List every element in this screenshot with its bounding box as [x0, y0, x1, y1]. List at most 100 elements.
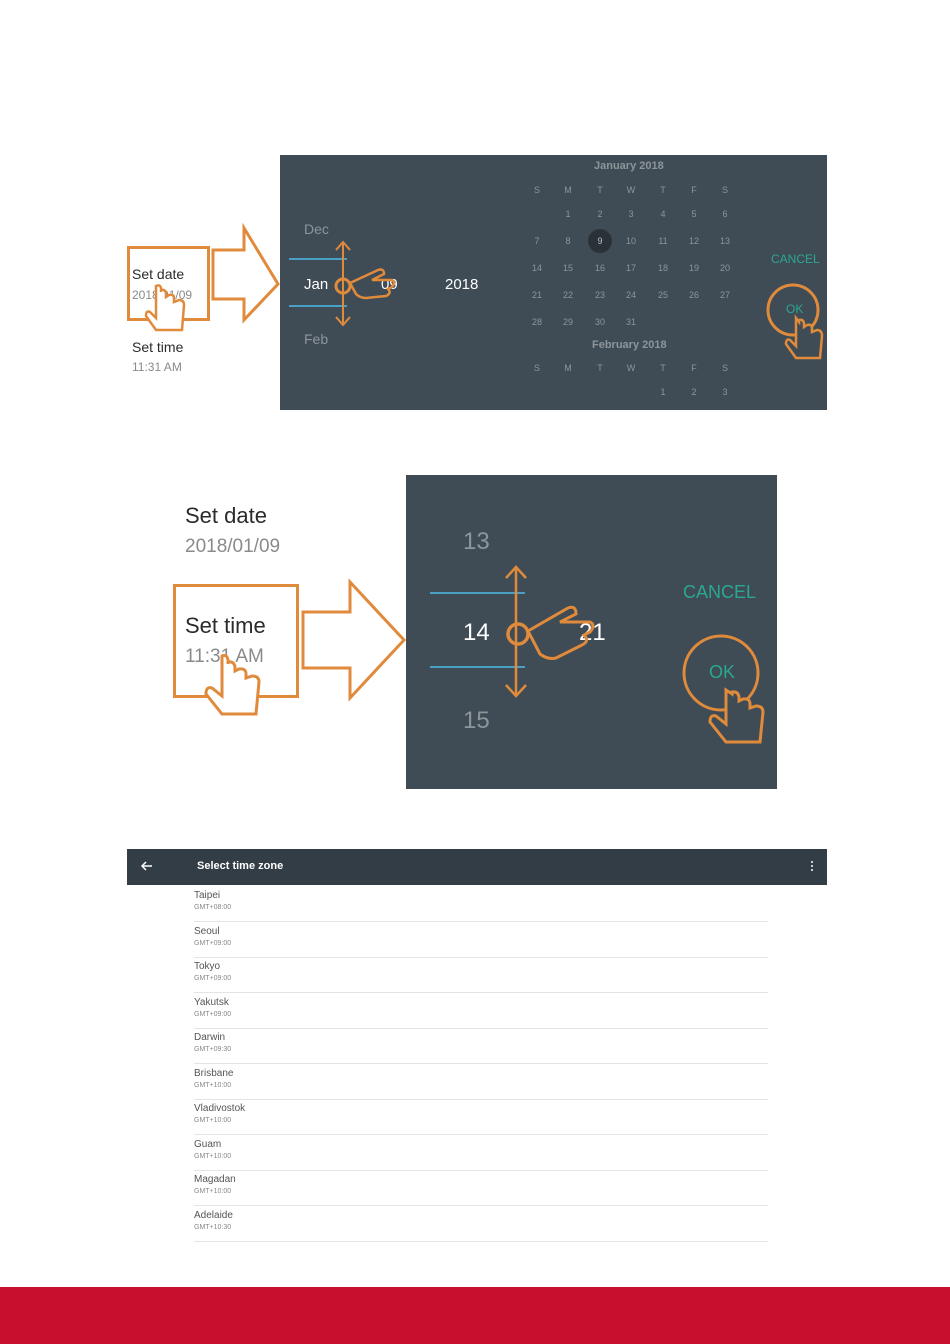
timezone-city: Magadan — [194, 1174, 236, 1185]
arrow-left-icon[interactable] — [139, 858, 155, 874]
hour-next[interactable]: 15 — [463, 707, 490, 734]
calendar-day[interactable]: 1 — [660, 387, 666, 397]
set-date-label[interactable]: Set date — [132, 266, 185, 282]
calendar-day[interactable]: 26 — [688, 290, 699, 300]
date-ok-button[interactable]: OK — [786, 302, 804, 316]
calendar-day[interactable]: 31 — [625, 317, 636, 327]
calendar-day-selected[interactable]: 9 — [588, 229, 612, 253]
right-arrow-icon — [211, 222, 280, 324]
timezone-offset: GMT+09:30 — [194, 1046, 232, 1053]
calendar-day[interactable]: 11 — [658, 236, 668, 246]
calendar-day[interactable]: 1 — [565, 209, 571, 219]
calendar-day[interactable]: 29 — [562, 317, 573, 327]
set-time-label-2[interactable]: Set time — [185, 613, 266, 638]
timezone-offset: GMT+10:00 — [194, 1081, 232, 1089]
calendar-month2-title: February 2018 — [592, 339, 667, 351]
calendar-day[interactable]: 30 — [594, 317, 605, 327]
timezone-city: Seoul — [194, 925, 220, 937]
hour-current[interactable]: 14 — [463, 619, 490, 646]
weekday-header: S — [721, 363, 728, 373]
timezone-offset: GMT+09:00 — [194, 1010, 232, 1018]
calendar-day[interactable]: 10 — [625, 236, 636, 246]
calendar-day[interactable]: 2 — [691, 387, 697, 397]
calendar-day[interactable]: 21 — [531, 290, 542, 300]
time-divider-bottom — [430, 666, 525, 668]
tap-hand-icon-2 — [204, 654, 261, 716]
timezone-city: Darwin — [194, 1032, 226, 1043]
calendar-day[interactable]: 4 — [660, 209, 666, 219]
timezone-offset: GMT+08:00 — [194, 904, 232, 911]
calendar-day[interactable]: 17 — [625, 263, 636, 273]
swipe-hand-icon-2 — [526, 605, 595, 660]
set-time-label[interactable]: Set time — [132, 339, 184, 355]
timezone-offset: GMT+10:00 — [194, 1188, 232, 1195]
calendar-day[interactable]: 8 — [565, 236, 571, 246]
weekday-header: W — [626, 363, 636, 373]
timezone-city: Tokyo — [194, 961, 221, 972]
timezone-city: Taipei — [194, 890, 221, 901]
ok-tap-hand-icon-2 — [708, 687, 765, 744]
set-date-label-2[interactable]: Set date — [185, 503, 267, 528]
set-date-value-2: 2018/01/09 — [185, 536, 281, 557]
calendar-day[interactable]: 2 — [597, 209, 603, 219]
calendar-day[interactable]: 7 — [534, 236, 540, 246]
time-cancel-button[interactable]: CANCEL — [683, 582, 757, 602]
calendar-day[interactable]: 25 — [657, 290, 668, 300]
right-arrow-icon-2 — [301, 578, 407, 702]
weekday-header: W — [626, 185, 636, 195]
calendar-day[interactable]: 12 — [688, 236, 699, 246]
swipe-vertical-icon — [334, 240, 352, 327]
weekday-header: F — [691, 363, 697, 373]
year-current[interactable]: 2018 — [445, 276, 479, 293]
more-vert-icon[interactable] — [809, 860, 815, 874]
calendar-day[interactable]: 16 — [594, 263, 605, 273]
calendar-month1-title: January 2018 — [594, 160, 664, 172]
picker-divider-bottom — [289, 305, 347, 307]
calendar-day[interactable]: 6 — [722, 209, 728, 219]
time-divider-top — [430, 592, 525, 594]
month-current[interactable]: Jan — [304, 276, 329, 293]
footer-bar — [0, 1287, 950, 1344]
swipe-hand-icon — [348, 268, 396, 300]
timezone-city: Yakutsk — [194, 996, 229, 1008]
tap-hand-icon — [144, 284, 186, 332]
weekday-header: T — [597, 363, 603, 373]
calendar-day[interactable]: 13 — [719, 236, 730, 246]
calendar-day[interactable]: 15 — [562, 263, 573, 273]
calendar-day[interactable]: 27 — [719, 290, 730, 300]
month-next[interactable]: Feb — [304, 331, 329, 347]
calendar-day[interactable]: 19 — [688, 263, 699, 273]
calendar-day[interactable]: 22 — [562, 290, 573, 300]
month-prev[interactable]: Dec — [304, 221, 329, 237]
calendar-day[interactable]: 20 — [719, 263, 730, 273]
timezone-title: Select time zone — [197, 860, 284, 872]
calendar-day[interactable]: 14 — [531, 263, 542, 273]
ok-highlight-circle-2 — [682, 634, 760, 712]
calendar-day[interactable]: 24 — [625, 290, 636, 300]
date-picker-dialog: Dec Jan Feb 09 2018 January 2018 Februar… — [280, 155, 827, 410]
timezone-city: Vladivostok — [194, 1103, 246, 1114]
ok-tap-hand-icon — [784, 314, 824, 360]
timezone-toolbar: Select time zone — [127, 849, 827, 885]
calendar-day[interactable]: 5 — [691, 209, 697, 219]
date-cancel-button[interactable]: CANCEL — [771, 252, 820, 266]
calendar-day[interactable]: 18 — [657, 263, 668, 273]
timezone-offset: GMT+10:00 — [194, 1117, 232, 1124]
time-ok-button[interactable]: OK — [709, 662, 736, 682]
calendar-day[interactable]: 23 — [594, 290, 605, 300]
calendar-day[interactable]: 28 — [531, 317, 542, 327]
calendar-day[interactable]: 3 — [722, 387, 728, 397]
calendar-day[interactable]: 3 — [628, 209, 634, 219]
hour-prev[interactable]: 13 — [463, 528, 490, 555]
